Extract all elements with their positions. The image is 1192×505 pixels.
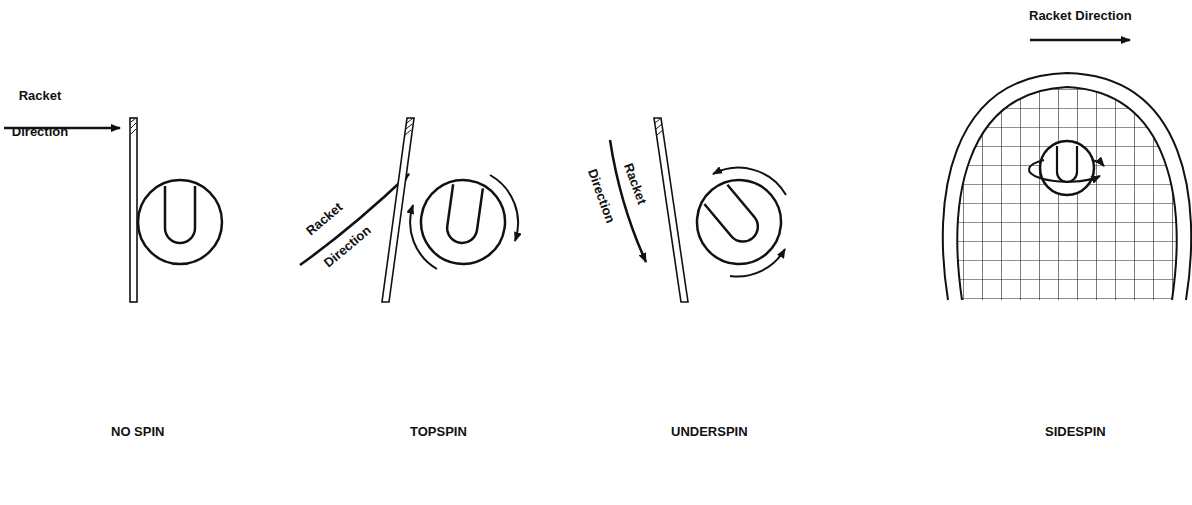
racket-side	[654, 118, 688, 302]
spin-arrow	[713, 168, 786, 195]
sidespin-figure	[940, 40, 1191, 310]
underspin-figure	[610, 118, 798, 302]
tennis-ball	[680, 163, 798, 281]
racket-side	[382, 118, 414, 302]
spin-arrow	[490, 175, 518, 241]
racket-strings	[940, 60, 1190, 310]
no-spin-figure	[4, 118, 222, 302]
spin-arrow	[1029, 160, 1100, 182]
caption-label: SIDESPIN	[1045, 424, 1106, 440]
direction-label: Racket Direction	[4, 78, 76, 150]
spin-arrow	[1092, 160, 1104, 166]
tennis-ball	[138, 180, 222, 264]
caption-label: UNDERSPIN	[671, 424, 748, 440]
caption-label: NO SPIN	[111, 424, 164, 440]
direction-label: Racket Direction	[572, 144, 664, 236]
direction-label: Racket Direction	[1029, 8, 1132, 24]
spin-arrow	[410, 205, 437, 269]
caption-label: TOPSPIN	[410, 424, 467, 440]
racket-side	[130, 118, 137, 302]
direction-label: Racket Direction	[285, 182, 386, 283]
racket-frame	[943, 73, 1191, 300]
racket-direction-arrow	[1030, 39, 1130, 42]
tennis-ball	[416, 175, 511, 270]
spin-arrow	[730, 249, 785, 276]
tennis-ball	[1040, 141, 1094, 195]
